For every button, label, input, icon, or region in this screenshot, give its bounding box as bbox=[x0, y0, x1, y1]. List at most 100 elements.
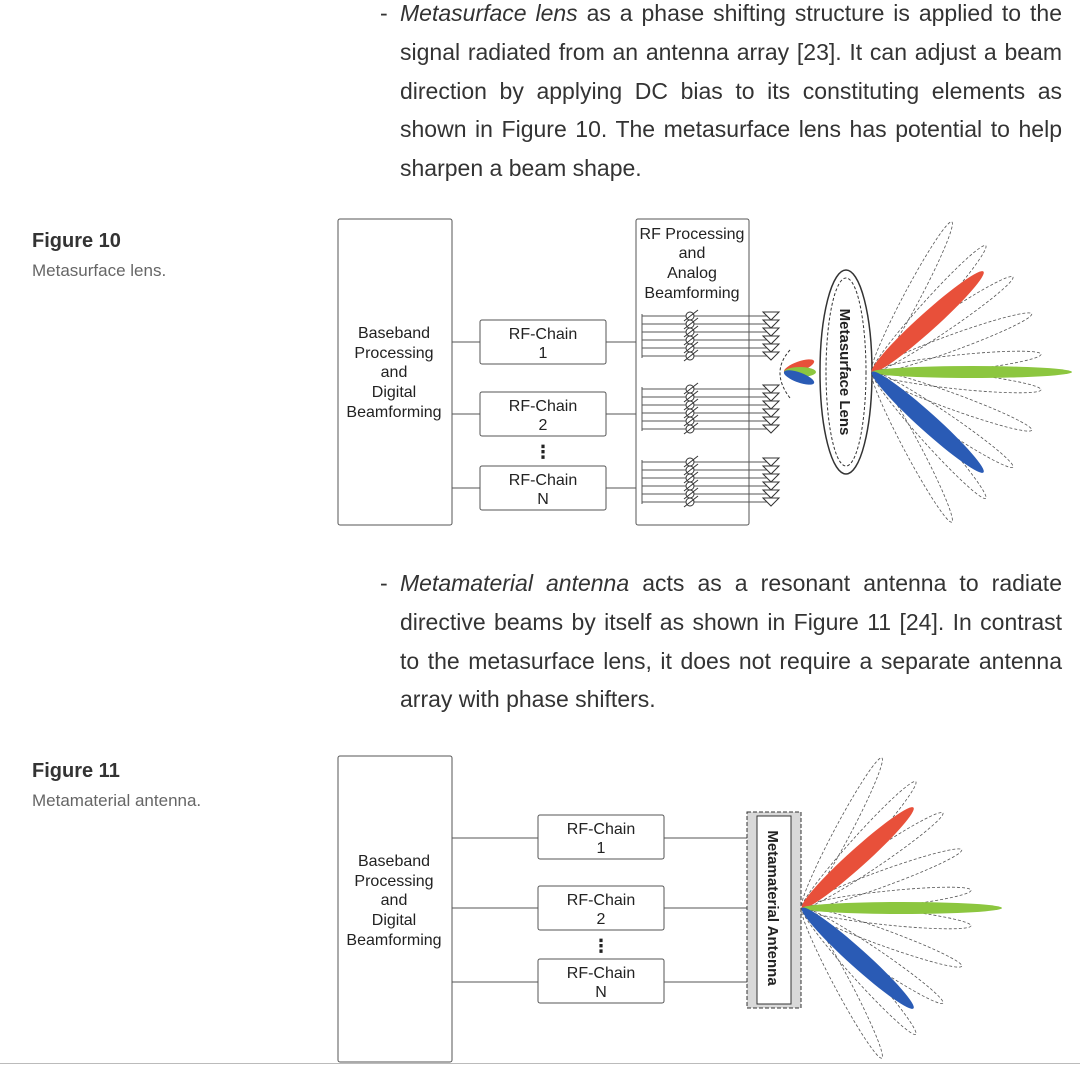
phase-shifter-groups bbox=[641, 309, 770, 508]
phase-arrow bbox=[683, 406, 699, 419]
antenna-element-icon bbox=[761, 384, 781, 394]
rf-chain-2-box bbox=[537, 885, 665, 931]
rf-chain-1-number: 1 bbox=[539, 345, 548, 362]
phase-shifter-icon bbox=[685, 311, 695, 321]
rf-chain-n-box bbox=[537, 958, 665, 1004]
array-beams bbox=[779, 349, 816, 399]
phase-shifter-icon bbox=[685, 392, 695, 402]
rf-chain-2-number: 2 bbox=[539, 417, 548, 434]
rf-processing-box bbox=[635, 218, 750, 526]
phase-shifter-icon bbox=[685, 416, 695, 426]
baseband-line: Baseband bbox=[358, 325, 430, 342]
list-dash: - bbox=[380, 0, 388, 26]
rf-chain-2-number: 2 bbox=[597, 911, 606, 928]
figure-10-caption: Metasurface lens. bbox=[32, 261, 167, 280]
paragraph-text: acts as a resonant antenna to radiate di… bbox=[400, 570, 1062, 713]
beam-lobe-blue bbox=[871, 371, 984, 473]
beam-outline bbox=[870, 221, 953, 373]
beam-outline bbox=[801, 848, 963, 910]
beam-outline bbox=[871, 371, 987, 499]
metamaterial-antenna-label: Metamaterial Antenna bbox=[764, 830, 781, 986]
antenna-element-icon bbox=[761, 343, 781, 353]
beam-outline bbox=[801, 906, 963, 968]
paragraph-body: Metamaterial antenna acts as a resonant … bbox=[400, 564, 1062, 719]
phase-arrow bbox=[683, 398, 699, 411]
baseband-line: Processing bbox=[354, 873, 433, 890]
baseband-text: Baseband Processing and Digital Beamform… bbox=[346, 325, 441, 421]
rf-chain-ellipsis: ⋮ bbox=[592, 936, 610, 956]
phase-shifter-icon bbox=[685, 489, 695, 499]
beam-outline bbox=[871, 371, 1014, 468]
phase-shifter-icon bbox=[685, 457, 695, 467]
antenna-element-icon bbox=[761, 489, 781, 499]
beam-outline bbox=[871, 350, 1042, 376]
rf-processing-line: RF Processing bbox=[640, 226, 745, 243]
rf-chain-n-number: N bbox=[537, 491, 549, 508]
beam-outline bbox=[871, 368, 1042, 394]
beam-outline bbox=[801, 907, 917, 1035]
figure-11-label: Figure 11 bbox=[32, 760, 120, 782]
paragraph-text: as a phase shifting structure is applied… bbox=[400, 0, 1062, 182]
antenna-element-icon bbox=[761, 465, 781, 475]
phase-arrow bbox=[683, 479, 699, 492]
antenna-element-icon bbox=[761, 408, 781, 418]
rf-processing-text: RF Processing and Analog Beamforming bbox=[640, 226, 745, 302]
antenna-element-icon bbox=[761, 311, 781, 321]
phase-shifter-icon bbox=[685, 351, 695, 361]
beam-lobe-green bbox=[872, 366, 1072, 378]
beam-lobe bbox=[784, 367, 816, 377]
antenna-element-icon bbox=[761, 335, 781, 345]
beam-lobe bbox=[783, 359, 815, 374]
beam-outline bbox=[800, 907, 883, 1059]
baseband-line: Digital bbox=[372, 912, 416, 929]
phase-shifter-icon bbox=[685, 473, 695, 483]
phase-shifter-icon bbox=[685, 384, 695, 394]
phase-shifter-icon bbox=[685, 408, 695, 418]
baseband-line: and bbox=[381, 892, 408, 909]
figure-11-caption: Metamaterial antenna. bbox=[32, 791, 202, 810]
antenna-element-icon bbox=[761, 327, 781, 337]
antenna-beams bbox=[800, 757, 1002, 1059]
phase-arrow bbox=[683, 422, 699, 435]
phase-arrow bbox=[683, 390, 699, 403]
phase-shifter-icon bbox=[685, 497, 695, 507]
phase-arrow bbox=[683, 317, 699, 330]
rf-processing-line: Analog bbox=[667, 265, 717, 282]
rf-chain-1-label: RF-Chain bbox=[509, 326, 577, 343]
phase-arrow bbox=[683, 414, 699, 427]
figure-10-label: Figure 10 bbox=[32, 230, 121, 252]
metasurface-lens-outline bbox=[819, 269, 873, 475]
rf-chain-n-label: RF-Chain bbox=[509, 472, 577, 489]
beam-lobe bbox=[783, 370, 815, 385]
beam-outline bbox=[800, 757, 883, 909]
phase-arrow bbox=[683, 471, 699, 484]
phase-arrow bbox=[683, 495, 699, 508]
paragraph-metamaterial-antenna: - Metamaterial antenna acts as a resonan… bbox=[380, 564, 1062, 719]
phase-arrow bbox=[683, 325, 699, 338]
baseband-line: Processing bbox=[354, 345, 433, 362]
rf-chain-1-box bbox=[479, 319, 607, 365]
beam-lobe-red bbox=[801, 807, 914, 909]
phase-shifter-icon bbox=[685, 424, 695, 434]
antenna-array bbox=[761, 311, 781, 507]
metasurface-lens-label: Metasurface Lens bbox=[836, 309, 853, 436]
beam-envelope bbox=[779, 349, 791, 399]
beam-outline bbox=[801, 812, 944, 909]
baseband-line: Beamforming bbox=[346, 404, 441, 421]
phase-arrow bbox=[683, 382, 699, 395]
baseband-line: Digital bbox=[372, 384, 416, 401]
rf-chain-ellipsis: ⋮ bbox=[534, 442, 552, 462]
antenna-element-icon bbox=[761, 481, 781, 491]
phase-shifter-icon bbox=[685, 343, 695, 353]
rf-chain-2-label: RF-Chain bbox=[567, 892, 635, 909]
phase-arrow bbox=[683, 487, 699, 500]
phase-arrow bbox=[683, 333, 699, 346]
antenna-element-icon bbox=[761, 424, 781, 434]
list-dash: - bbox=[380, 570, 388, 596]
antenna-element-icon bbox=[761, 416, 781, 426]
antenna-element-icon bbox=[761, 351, 781, 361]
beam-lobe-red bbox=[871, 271, 984, 373]
antenna-element-icon bbox=[761, 473, 781, 483]
lens-beams bbox=[870, 221, 1072, 523]
rf-chain-2-box bbox=[479, 391, 607, 437]
